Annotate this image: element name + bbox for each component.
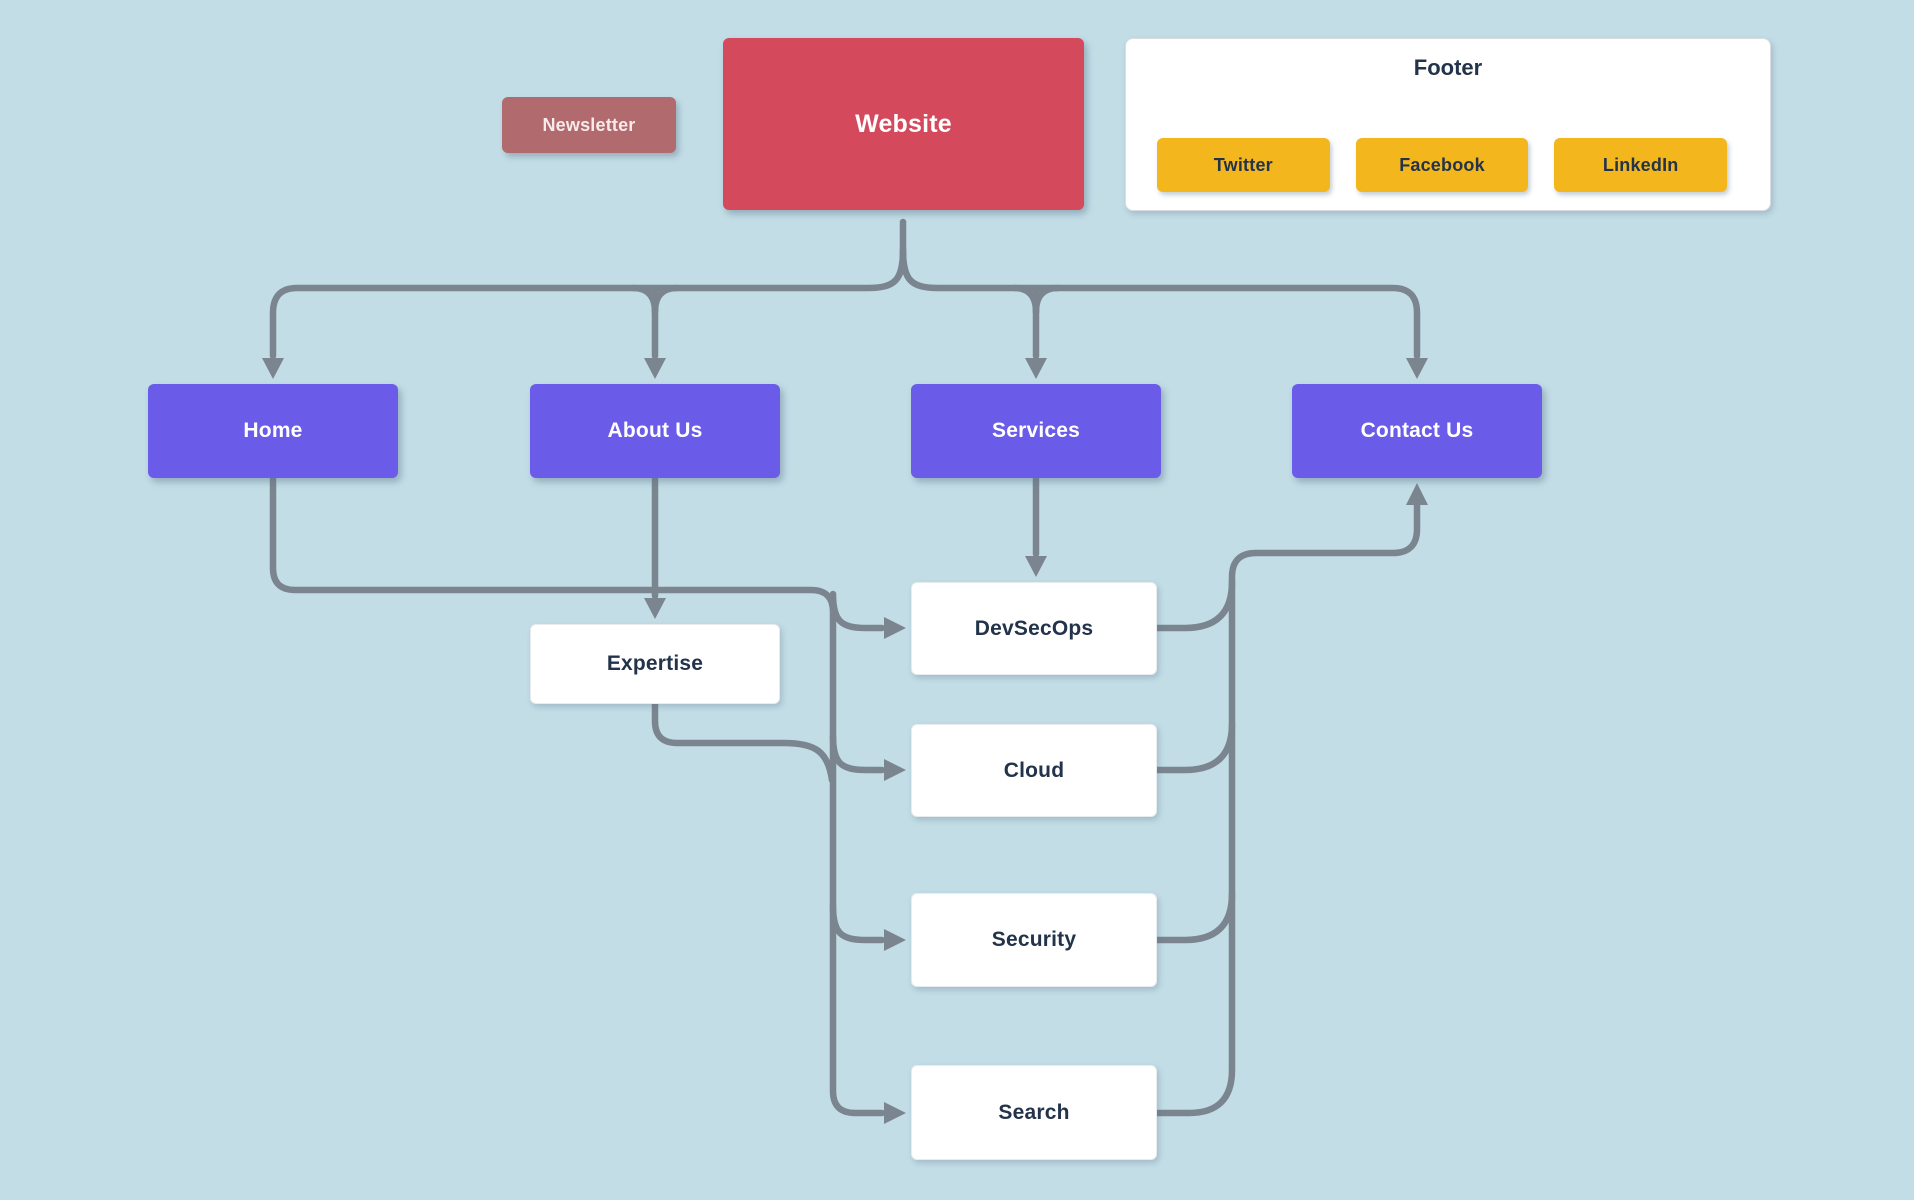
node-search[interactable]: Search xyxy=(911,1065,1157,1160)
footer-card: Footer Twitter Facebook LinkedIn xyxy=(1125,38,1771,211)
node-cloud[interactable]: Cloud xyxy=(911,724,1157,817)
edge-home-trunk xyxy=(269,475,906,1124)
node-about-us[interactable]: About Us xyxy=(530,384,780,478)
footer-buttons: Twitter Facebook LinkedIn xyxy=(1157,138,1728,192)
node-newsletter[interactable]: Newsletter xyxy=(502,97,676,153)
edge-services-contact xyxy=(1153,483,1428,1117)
linkedin-button[interactable]: LinkedIn xyxy=(1554,138,1728,192)
facebook-button[interactable]: Facebook xyxy=(1355,138,1529,192)
edge-website-pages xyxy=(262,218,1428,379)
node-devsecops[interactable]: DevSecOps xyxy=(911,582,1157,675)
edge-services-devsecops xyxy=(1025,475,1047,577)
twitter-button[interactable]: Twitter xyxy=(1157,138,1330,192)
node-expertise[interactable]: Expertise xyxy=(530,624,780,704)
edge-expertise-trunk xyxy=(651,700,836,784)
node-home[interactable]: Home xyxy=(148,384,398,478)
footer-title: Footer xyxy=(1413,55,1483,80)
node-website[interactable]: Website xyxy=(723,38,1084,210)
node-contact-us[interactable]: Contact Us xyxy=(1292,384,1542,478)
edge-about-expertise xyxy=(644,475,666,619)
node-services[interactable]: Services xyxy=(911,384,1161,478)
node-security[interactable]: Security xyxy=(911,893,1157,987)
